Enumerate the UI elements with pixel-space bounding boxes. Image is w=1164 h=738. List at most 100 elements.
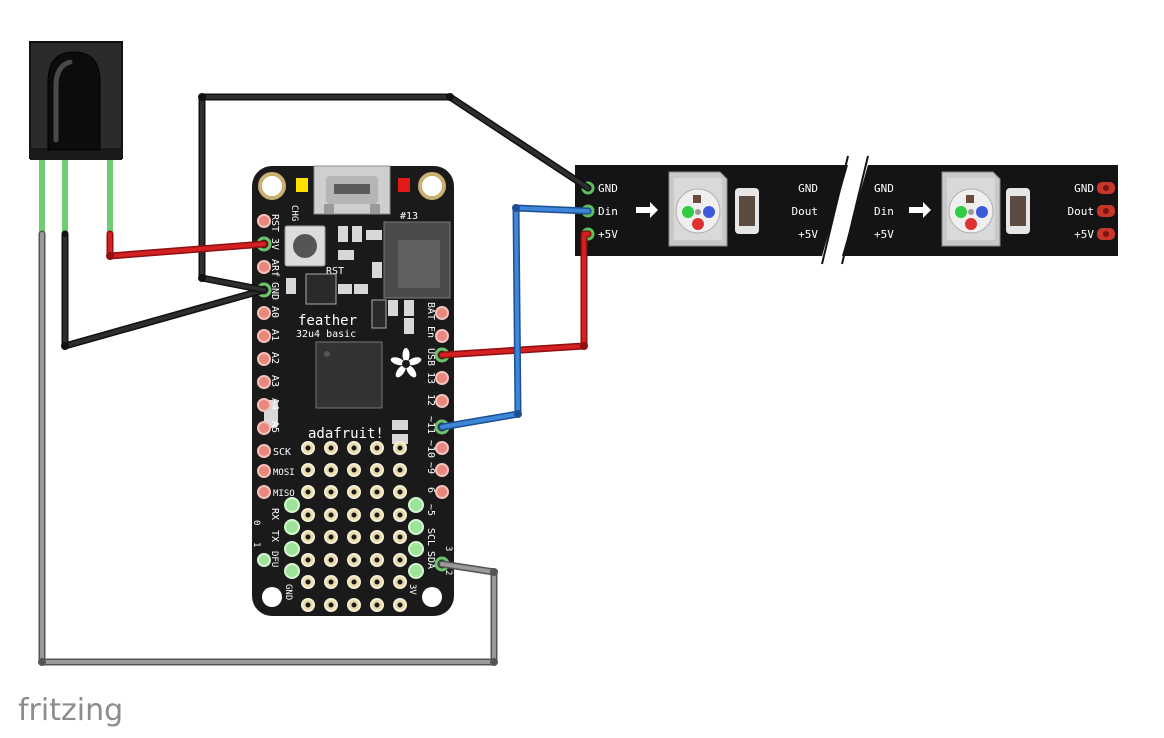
pin-label-5: ~5 — [425, 504, 436, 516]
power-rail-hole — [408, 563, 424, 579]
proto-hole-center — [374, 602, 380, 608]
proto-hole-center — [305, 557, 311, 563]
chg-label: CHG — [289, 205, 299, 221]
wire-bendpoints-red — [106, 252, 588, 350]
fritzing-watermark: fritzing — [18, 693, 123, 728]
proto-hole-center — [328, 557, 334, 563]
proto-hole-center — [351, 445, 357, 451]
data-direction-arrow-icon — [636, 202, 658, 218]
proto-hole-center — [328, 512, 334, 518]
pin-label-0: 0 — [251, 520, 261, 525]
pin-label-mosi: MOSI — [273, 468, 295, 478]
pin-label-rst: RST — [269, 214, 280, 232]
right-header-pins — [434, 306, 450, 572]
brand-label: adafruit! — [308, 426, 384, 442]
strip-mid-label-5v: +5V — [798, 228, 818, 241]
atmega32u4-chip — [315, 341, 383, 409]
pin-label-scl: SCL — [425, 528, 436, 546]
pin-label-gnd: GND — [269, 282, 280, 300]
strip-mid-label-dout: Dout — [792, 205, 819, 218]
proto-hole-center — [351, 602, 357, 608]
strip-mid2-label-din: Din — [874, 205, 894, 218]
strip-mid-label-gnd: GND — [798, 182, 818, 195]
pin-label-miso: MISO — [273, 489, 295, 499]
strip-mid2-label-gnd: GND — [874, 182, 894, 195]
proto-hole-center — [397, 534, 403, 540]
proto-hole-center — [351, 489, 357, 495]
charge-led — [296, 178, 308, 192]
proto-hole-center — [374, 445, 380, 451]
rgb-led-2 — [941, 171, 1001, 247]
proto-hole-center — [305, 445, 311, 451]
proto-hole-center — [328, 579, 334, 585]
proto-hole-center — [397, 445, 403, 451]
pin-label-10: ~10 — [425, 440, 436, 458]
pin-label-rx: RX — [269, 508, 280, 520]
pin-label-11: ~11 — [425, 416, 436, 434]
wire-bendpoints — [61, 93, 454, 350]
strip-out-label-gnd: GND — [1074, 182, 1094, 195]
pin-label-a5: A5 — [269, 421, 280, 433]
pin-label-a2: A2 — [269, 352, 280, 364]
proto-hole-center — [305, 467, 311, 473]
power-rail-hole — [284, 497, 300, 513]
proto-hole-center — [328, 445, 334, 451]
strip-capacitor-1 — [735, 188, 759, 234]
ir-receiver — [29, 41, 123, 234]
usb-connector — [313, 165, 391, 215]
bottom-gnd-label: GND — [283, 584, 293, 600]
proto-hole-center — [374, 512, 380, 518]
proto-hole-center — [397, 602, 403, 608]
pin-label-12: 12 — [425, 394, 436, 406]
strip-in-label-din: Din — [598, 205, 618, 218]
proto-hole-center — [397, 512, 403, 518]
proto-hole-center — [351, 467, 357, 473]
proto-hole-center — [305, 602, 311, 608]
proto-hole-center — [374, 489, 380, 495]
smd-components — [264, 226, 414, 444]
transistor — [371, 299, 387, 329]
adafruit-logo-icon — [390, 348, 422, 378]
bottom-3v-label: 3V — [407, 584, 417, 595]
strip-output-pads — [1097, 182, 1115, 240]
proto-hole-center — [397, 579, 403, 585]
pin-label-3v: 3V — [269, 238, 280, 250]
power-rail-hole — [284, 563, 300, 579]
pin-label-tx: TX — [269, 530, 280, 542]
proto-hole-center — [374, 579, 380, 585]
wire-bendpoints-blue — [512, 204, 522, 418]
pin-label-en: En — [425, 326, 436, 338]
proto-hole-center — [351, 534, 357, 540]
proto-hole-center — [351, 579, 357, 585]
feather-32u4-board: CHG #13 RST — [251, 165, 454, 616]
proto-hole-center — [351, 512, 357, 518]
strip-out-label-dout: Dout — [1068, 205, 1095, 218]
proto-hole-center — [374, 467, 380, 473]
proto-hole-center — [351, 557, 357, 563]
power-rail-hole — [284, 541, 300, 557]
power-rail-hole — [408, 497, 424, 513]
pin-label-a3: A3 — [269, 375, 280, 387]
pin-label-13: 13 — [425, 372, 436, 384]
proto-hole-center — [374, 557, 380, 563]
pin-label-9: ~9 — [425, 462, 436, 474]
pin-label-6: 6 — [425, 487, 436, 493]
reset-button[interactable] — [284, 225, 326, 267]
proto-hole-center — [397, 489, 403, 495]
wire-bendpoints-gray — [38, 568, 498, 666]
proto-hole-center — [397, 557, 403, 563]
strip-out-label-5v: +5V — [1074, 228, 1094, 241]
pin-label-dfu: DFU — [269, 551, 279, 567]
board-name: feather — [298, 313, 357, 329]
strip-in-label-gnd: GND — [598, 182, 618, 195]
led13-label: #13 — [400, 211, 418, 222]
pin-label-sda: SDA — [425, 551, 436, 569]
proto-hole-center — [328, 489, 334, 495]
pin-label-2: 2 — [443, 570, 453, 575]
regulator — [305, 273, 337, 305]
reset-label: RST — [326, 266, 344, 277]
pin-label-bat: BAT — [425, 302, 436, 320]
strip-capacitor-2 — [1006, 188, 1030, 234]
proto-hole-center — [328, 534, 334, 540]
